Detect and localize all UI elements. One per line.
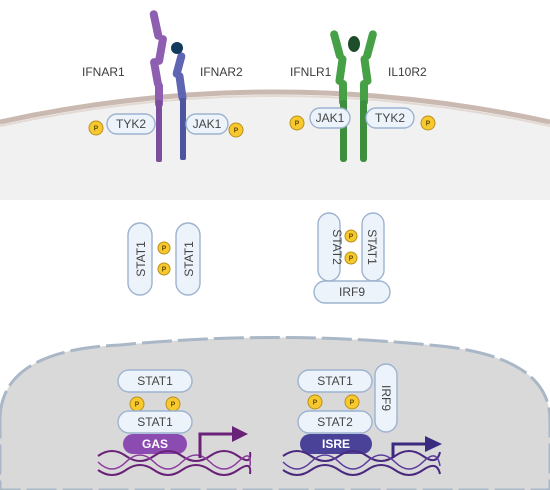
jak1-left-box [185,113,229,135]
ifnar1-label: IFNAR1 [82,65,125,79]
ifnar2-label: IFNAR2 [200,65,243,79]
phospho-label: P [234,128,239,135]
isgf3-stat2-label: STAT2 [317,415,353,429]
phospho-label: P [162,267,167,274]
phospho-label: P [135,402,140,409]
phospho-label: P [295,121,300,128]
isre-element [300,434,372,454]
irf9-cyto-label: IRF9 [339,285,365,299]
cell-membrane [0,89,550,125]
isgf3-complex: STAT2 STAT1 P P IRF9 [313,212,391,304]
tyk2-right-box [365,107,415,129]
phospho-label: P [350,400,355,407]
gas-element [123,434,187,454]
tyk2-left-label: TYK2 [116,117,146,131]
phospho-label: P [349,256,354,263]
stat2-cyto-label: STAT2 [330,229,344,265]
dna-helix-left [97,450,252,476]
dna-helix-right [282,450,441,476]
il10r2-label: IL10R2 [388,65,427,79]
phospho-label: P [313,400,318,407]
phospho-label: P [162,246,167,253]
isre-label: ISRE [322,437,350,451]
stat1-a-label: STAT1 [134,241,148,277]
transcription-arrow-isre [391,436,442,458]
gaf-complex: STAT1 P P STAT1 GAS [117,369,193,454]
jak1-right-box [309,107,351,129]
stat1-cyto-label: STAT1 [365,229,379,265]
phospho-label: P [94,126,99,133]
ifnlr1-label: IFNLR1 [290,65,332,79]
interferon-ligand [171,42,183,54]
phospho-jak1-left [228,122,244,138]
stat1-homodimer: STAT1 STAT1 P P [127,222,201,296]
il10r2-receptor [348,30,377,162]
nuclear-isgf3-complex: STAT1 P P STAT2 IRF9 ISRE [297,363,398,454]
jak1-right-label: JAK1 [316,111,345,125]
gas-label: GAS [142,437,168,451]
transcription-arrow-gas [198,426,248,458]
isgf3-irf9-label: IRF9 [379,385,393,411]
tyk2-right-label: TYK2 [375,111,405,125]
lambda-interferon-ligand [348,36,360,52]
tyk2-left-box [106,113,156,135]
gaf-stat1-top-label: STAT1 [137,374,173,388]
phospho-jak1-right [289,115,305,131]
isgf3-stat1-label: STAT1 [317,374,353,388]
stat1-b-label: STAT1 [182,241,196,277]
phospho-tyk2-right [420,115,436,131]
nucleus [0,336,550,490]
phospho-label: P [171,402,176,409]
phospho-tyk2-left [88,120,104,136]
jak1-left-label: JAK1 [193,117,222,131]
ifnar2-receptor [171,42,187,160]
phospho-label: P [349,234,354,241]
gaf-stat1-bottom-label: STAT1 [137,415,173,429]
cell-membrane-inner [0,95,550,127]
phospho-label: P [426,121,431,128]
ifnar1-receptor [149,10,167,162]
